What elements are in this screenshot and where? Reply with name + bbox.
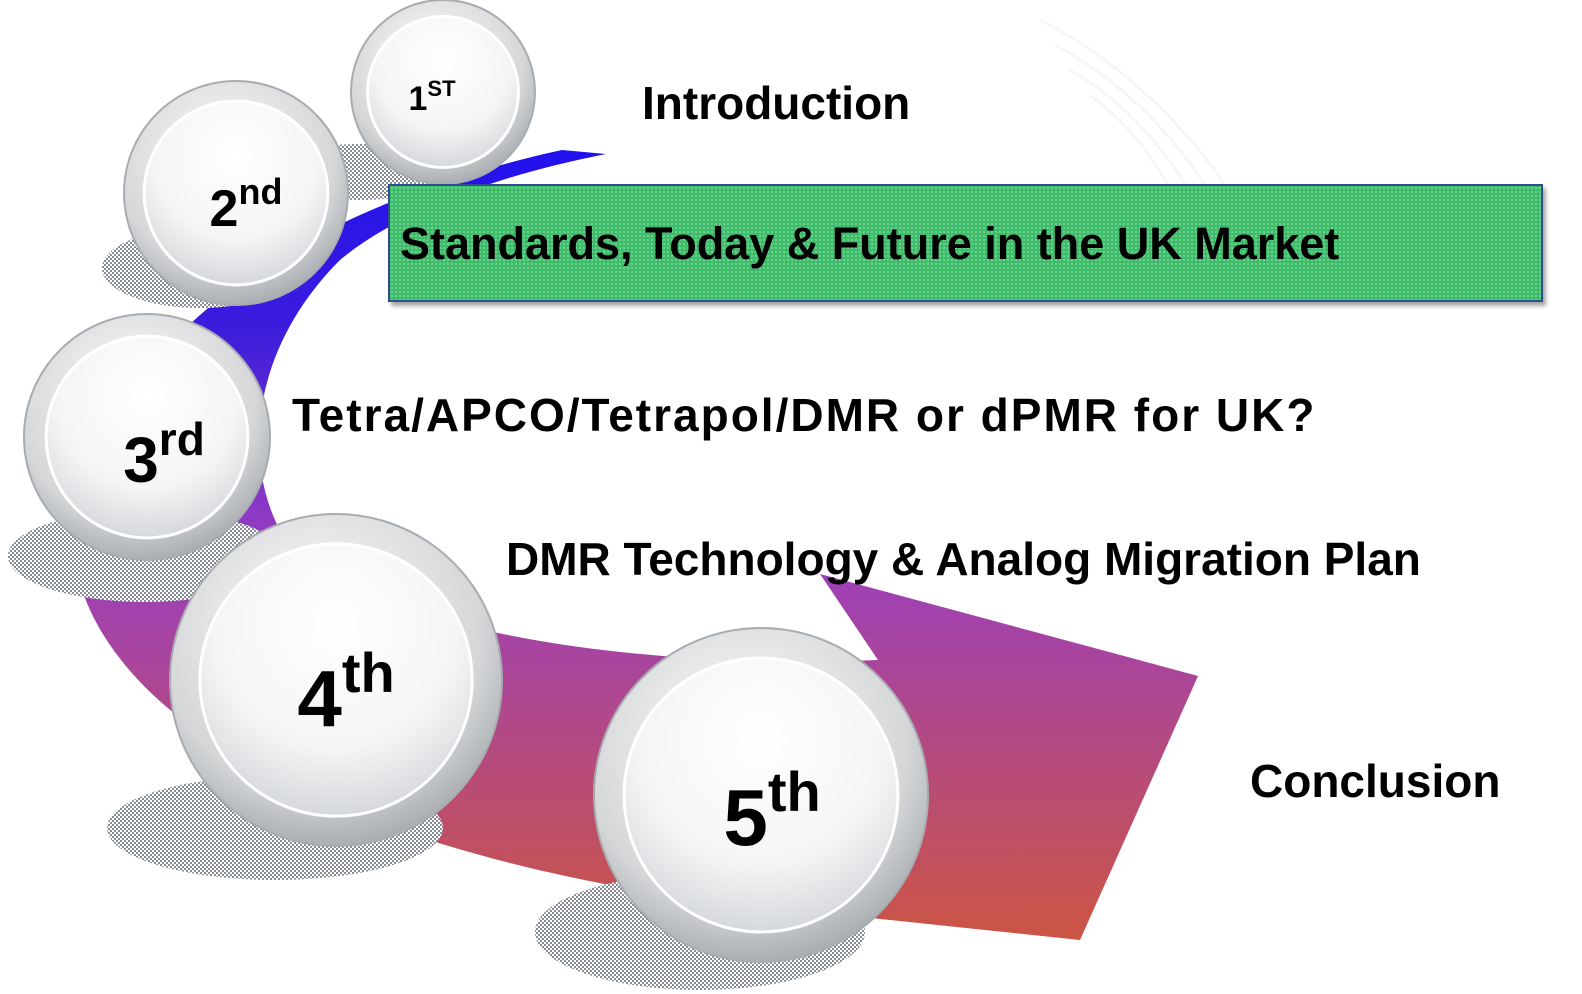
step-4-label: DMR Technology & Analog Migration Plan xyxy=(506,533,1421,585)
step-3-circle: 3rd xyxy=(23,313,271,561)
step-5-circle: 5th xyxy=(593,627,929,963)
step-4-circle-face xyxy=(198,542,474,818)
step-4-circle: 4th xyxy=(169,513,503,847)
step-1-number: 1ST xyxy=(408,76,456,118)
step-1-suffix: ST xyxy=(427,76,456,101)
step-5-digit: 5 xyxy=(723,773,768,862)
step-1-circle: 1ST xyxy=(350,0,536,185)
step-3-circle-face xyxy=(44,334,250,540)
step-5-suffix: th xyxy=(768,760,821,823)
highlight-box: Standards, Today & Future in the UK Mark… xyxy=(388,184,1543,302)
step-1-circle-face xyxy=(366,15,520,169)
step-3-suffix: rd xyxy=(159,413,205,465)
step-2-label: Standards, Today & Future in the UK Mark… xyxy=(400,217,1340,269)
step-2-circle: 2nd xyxy=(123,80,349,306)
step-4-digit: 4 xyxy=(297,654,342,743)
step-2-number: 2nd xyxy=(210,171,283,238)
step-3-number: 3rd xyxy=(123,413,205,496)
step-1-label: Introduction xyxy=(642,77,911,129)
step-2-digit: 2 xyxy=(210,180,239,238)
step-4-suffix: th xyxy=(342,641,395,704)
step-1-digit: 1 xyxy=(408,80,427,118)
step-3-digit: 3 xyxy=(123,424,159,496)
step-2-circle-face xyxy=(142,99,330,287)
step-3-label: Tetra/APCO/Tetrapol/DMR or dPMR for UK? xyxy=(292,389,1317,441)
step-5-circle-face xyxy=(622,656,900,934)
step-5-label: Conclusion xyxy=(1250,755,1501,807)
step-5-number: 5th xyxy=(723,760,820,862)
step-4-number: 4th xyxy=(297,641,394,743)
step-2-suffix: nd xyxy=(238,171,282,212)
